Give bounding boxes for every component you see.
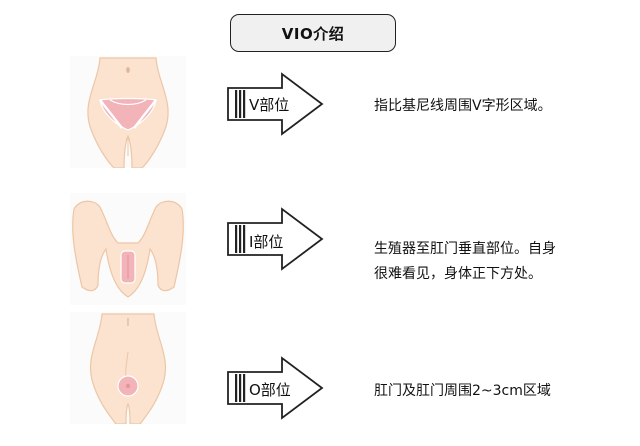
title-box: VIO介绍: [230, 14, 396, 52]
v-zone-arrow: [226, 72, 326, 136]
front-pelvis-v-zone-icon: [70, 56, 186, 168]
o-zone-description: 肛门及肛门周围2~3cm区域: [374, 379, 614, 404]
i-zone-description-line-1: 生殖器至肛门垂直部位。自身: [374, 241, 556, 257]
page-title: VIO介绍: [281, 24, 345, 43]
v-zone-label: V部位: [249, 96, 290, 114]
raised-legs-i-zone-icon: [70, 193, 186, 305]
o-zone-arrow: [226, 356, 326, 420]
rear-pelvis-o-zone-icon: [70, 312, 186, 424]
row-o-zone: O部位 肛门及肛门周围2~3cm区域: [0, 310, 640, 446]
row-i-zone: I部位 生殖器至肛门垂直部位。自身 很难看见，身体正下方处。: [0, 193, 640, 308]
i-zone-label: I部位: [249, 233, 284, 251]
o-zone-description-line: 肛门及肛门周围2~3cm区域: [374, 383, 551, 399]
o-zone-label: O部位: [249, 381, 291, 399]
i-zone-arrow: [226, 207, 326, 271]
row-v-zone: V部位 指比基尼线周围V字形区域。: [0, 56, 640, 171]
v-zone-description-line: 指比基尼线周围V字形区域。: [374, 98, 552, 114]
i-zone-description: 生殖器至肛门垂直部位。自身 很难看见，身体正下方处。: [374, 237, 614, 287]
v-zone-description: 指比基尼线周围V字形区域。: [374, 94, 614, 119]
i-zone-description-line-2: 很难看见，身体正下方处。: [374, 266, 542, 282]
